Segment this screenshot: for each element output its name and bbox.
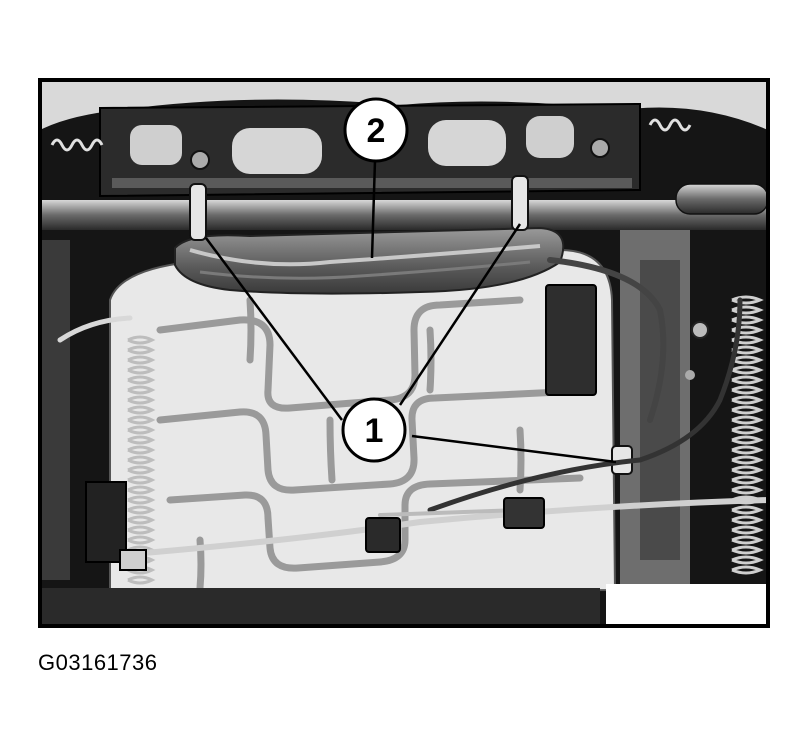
photo-frame-border [38, 78, 770, 628]
left-coil-spring [127, 335, 156, 585]
top-tension-springs [50, 118, 692, 152]
photo-corner-mask [606, 584, 768, 626]
photo-area [40, 80, 768, 626]
electrical-connectors [85, 284, 597, 571]
callout-leader-lines [204, 159, 617, 464]
callout-1-label: 1 [365, 412, 384, 450]
callout-1: 1 [341, 397, 407, 463]
wiring-harness [57, 257, 768, 558]
callout-2-label: 2 [367, 112, 386, 150]
figure-id-label: G03161736 [38, 650, 158, 675]
right-coil-spring [731, 295, 764, 575]
callout-2: 2 [343, 97, 409, 163]
horizontal-tube [40, 200, 768, 230]
